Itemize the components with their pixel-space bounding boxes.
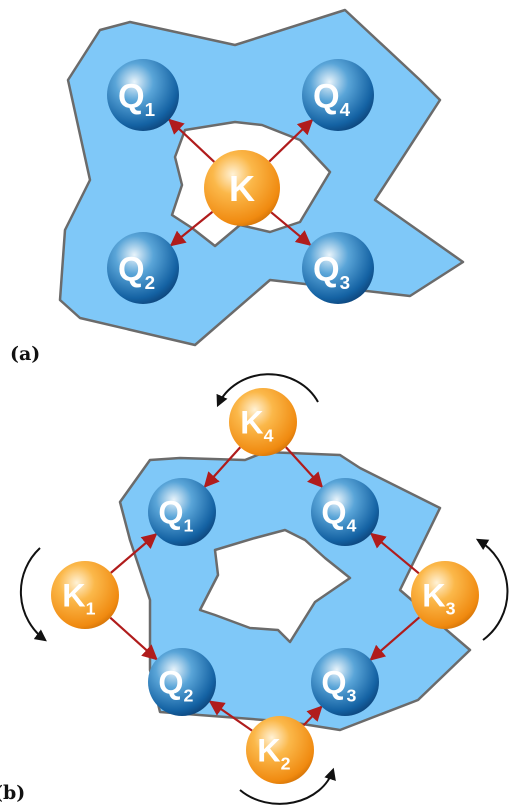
panel-label-a: (a) [10, 343, 41, 365]
arrow-a-k-q2 [169, 211, 214, 247]
node-a-k-label: K [229, 168, 255, 209]
node-b-k4-circle [229, 388, 297, 456]
node-a-q2-circle [107, 232, 179, 304]
node-a-q1: Q1 [107, 59, 179, 131]
arrow-b-k1-q1 [110, 533, 158, 574]
node-b-k2: K2 [246, 716, 314, 784]
node-b-q3: Q3 [311, 648, 379, 716]
node-a-q4-label: Q4 [313, 77, 351, 120]
rotation-arrow-k2 [239, 767, 336, 805]
node-b-q4-label: Q4 [321, 495, 356, 536]
node-b-k4-label: K4 [240, 405, 273, 446]
node-a-q2-label: Q2 [118, 250, 155, 293]
node-b-k1: K1 [51, 561, 119, 629]
rotation-arrow-k1 [19, 547, 47, 642]
node-b-q2-circle [148, 648, 216, 716]
node-b-k4: K4 [229, 388, 297, 456]
node-b-q4: Q4 [311, 478, 379, 546]
node-b-q3-circle [311, 648, 379, 716]
node-b-q4-circle [311, 478, 379, 546]
node-b-k1-label: K1 [62, 578, 95, 619]
node-b-k2-label: K2 [257, 733, 290, 774]
node-b-k3: K3 [411, 561, 479, 629]
node-a-q3: Q3 [302, 232, 374, 304]
node-b-q3-label: Q3 [321, 665, 356, 706]
node-b-q1-circle [148, 478, 216, 546]
node-a-q1-circle [107, 59, 179, 131]
arrow-b-k3-q4 [369, 532, 420, 575]
node-a-k-circle [204, 150, 280, 226]
rotation-arrow-k4 [216, 373, 319, 408]
node-b-q2-label: Q2 [158, 665, 193, 706]
node-a-q4-circle [302, 59, 374, 131]
rotation-arrows [19, 373, 509, 805]
panel-label-b: (b) [0, 782, 26, 804]
arrow-b-k2-q2 [208, 700, 253, 732]
node-a-q3-circle [302, 232, 374, 304]
node-b-k3-label: K3 [422, 578, 455, 619]
arrow-a-k-q4 [268, 118, 314, 163]
node-b-q1: Q1 [148, 478, 216, 546]
arrow-a-k-q3 [270, 211, 312, 246]
arrow-b-k4-q1 [203, 446, 242, 488]
interaction-arrows [109, 118, 421, 732]
node-a-q2: Q2 [107, 232, 179, 304]
arrow-b-k4-q4 [285, 446, 324, 489]
node-a-q4: Q4 [302, 59, 374, 131]
arrow-a-k-q1 [168, 118, 216, 163]
arrow-b-k1-q2 [109, 616, 158, 661]
rotation-arrow-k3 [475, 538, 509, 641]
node-b-q2: Q2 [148, 648, 216, 716]
node-b-k2-circle [246, 716, 314, 784]
node-b-q1-label: Q1 [158, 495, 193, 536]
node-b-k1-circle [51, 561, 119, 629]
arrow-b-k3-q3 [369, 616, 421, 661]
node-a-q3-label: Q3 [313, 250, 350, 293]
node-a-k: K [204, 150, 280, 226]
node-a-q1-label: Q1 [118, 77, 155, 120]
arrow-b-k2-q3 [302, 705, 323, 727]
node-b-k3-circle [411, 561, 479, 629]
